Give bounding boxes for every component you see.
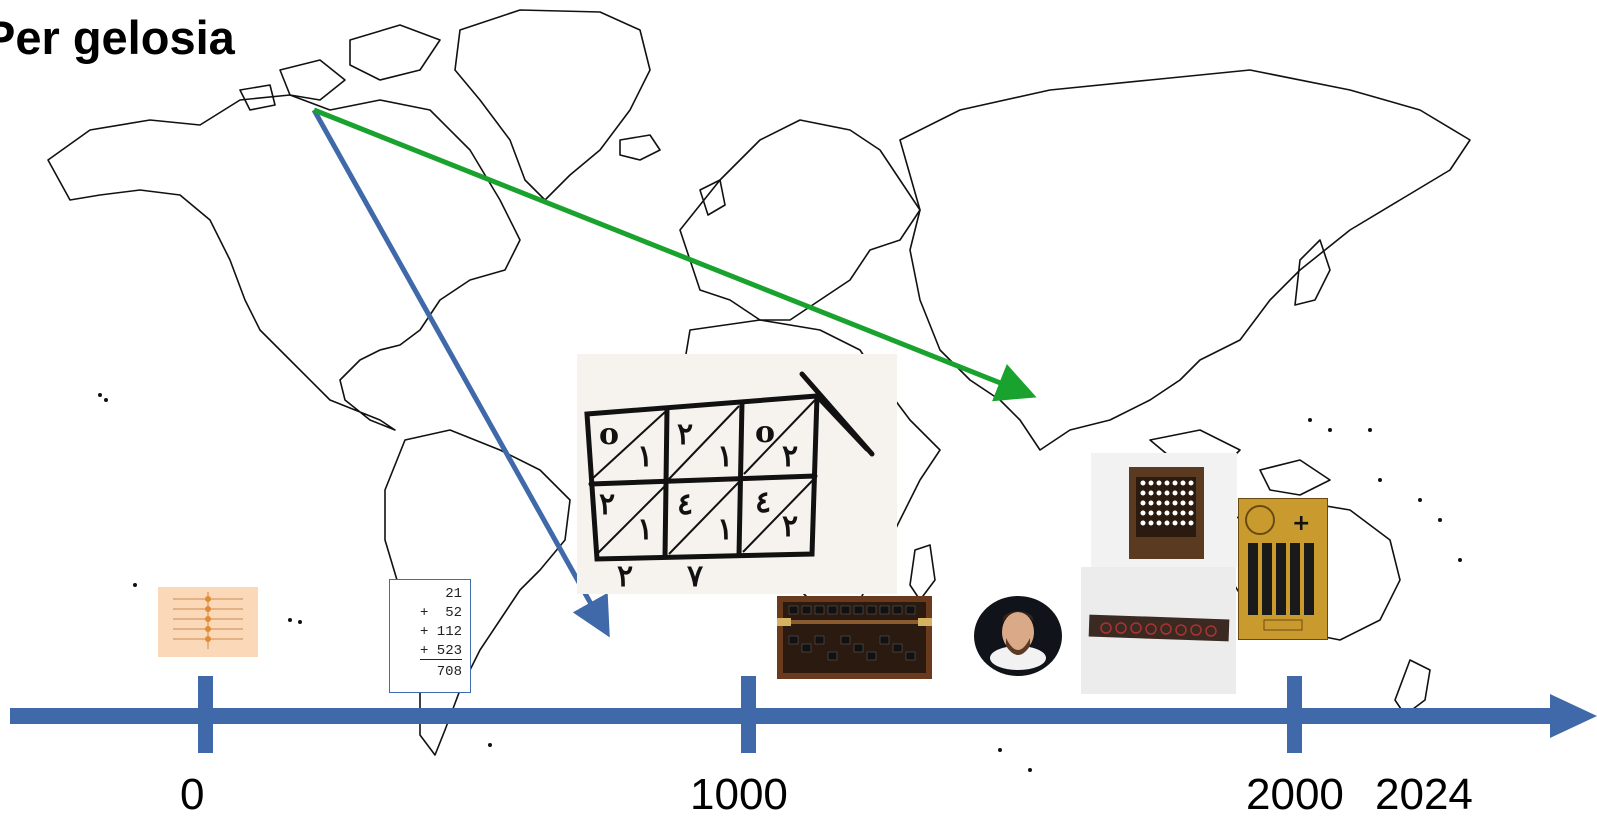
addition-line: + 112 xyxy=(419,624,462,640)
green-arrow xyxy=(313,107,1037,402)
addition-line: + 523 xyxy=(419,643,462,660)
addition-card: 21 + 52 + 112 + 523 708 xyxy=(389,579,471,693)
svg-text:٧: ٧ xyxy=(687,559,704,594)
blue-arrow xyxy=(311,108,610,638)
svg-text:١: ١ xyxy=(717,439,733,474)
tick-label-2000: 2000 xyxy=(1246,770,1344,819)
addition-line: 21 xyxy=(445,586,462,602)
timeline-tick xyxy=(198,676,213,753)
tick-label-1000: 1000 xyxy=(690,770,788,819)
timeline-arrowhead xyxy=(1550,694,1597,738)
svg-text:١: ١ xyxy=(637,512,653,547)
svg-text:١: ١ xyxy=(717,512,733,547)
svg-text:+: + xyxy=(1292,511,1310,536)
tick-label-0: 0 xyxy=(180,770,205,819)
svg-text:٢: ٢ xyxy=(677,417,693,452)
svg-text:٢: ٢ xyxy=(782,509,798,544)
svg-text:١: ١ xyxy=(637,439,653,474)
timeline-tick xyxy=(1287,676,1302,753)
svg-text:o: o xyxy=(755,415,775,450)
svg-text:٤: ٤ xyxy=(755,485,771,520)
svg-text:٢: ٢ xyxy=(599,487,615,522)
svg-text:٤: ٤ xyxy=(677,487,693,522)
addition-sum: 708 xyxy=(436,664,462,680)
abacus-image xyxy=(777,596,932,679)
slide-title: Per gelosia xyxy=(0,11,235,64)
comptometer-image xyxy=(1091,453,1237,567)
slide-adder-image xyxy=(1081,567,1236,694)
svg-text:o: o xyxy=(599,417,619,452)
timeline-bar xyxy=(10,708,1550,724)
addition-line: + 52 xyxy=(419,605,462,621)
addiator-image: + xyxy=(1238,498,1328,640)
counting-board-image xyxy=(158,587,258,657)
portrait-image xyxy=(974,596,1062,676)
timeline-tick xyxy=(741,676,756,753)
tick-label-2024: 2024 xyxy=(1375,770,1473,819)
svg-text:٢: ٢ xyxy=(617,559,633,594)
svg-text:٢: ٢ xyxy=(782,439,798,474)
